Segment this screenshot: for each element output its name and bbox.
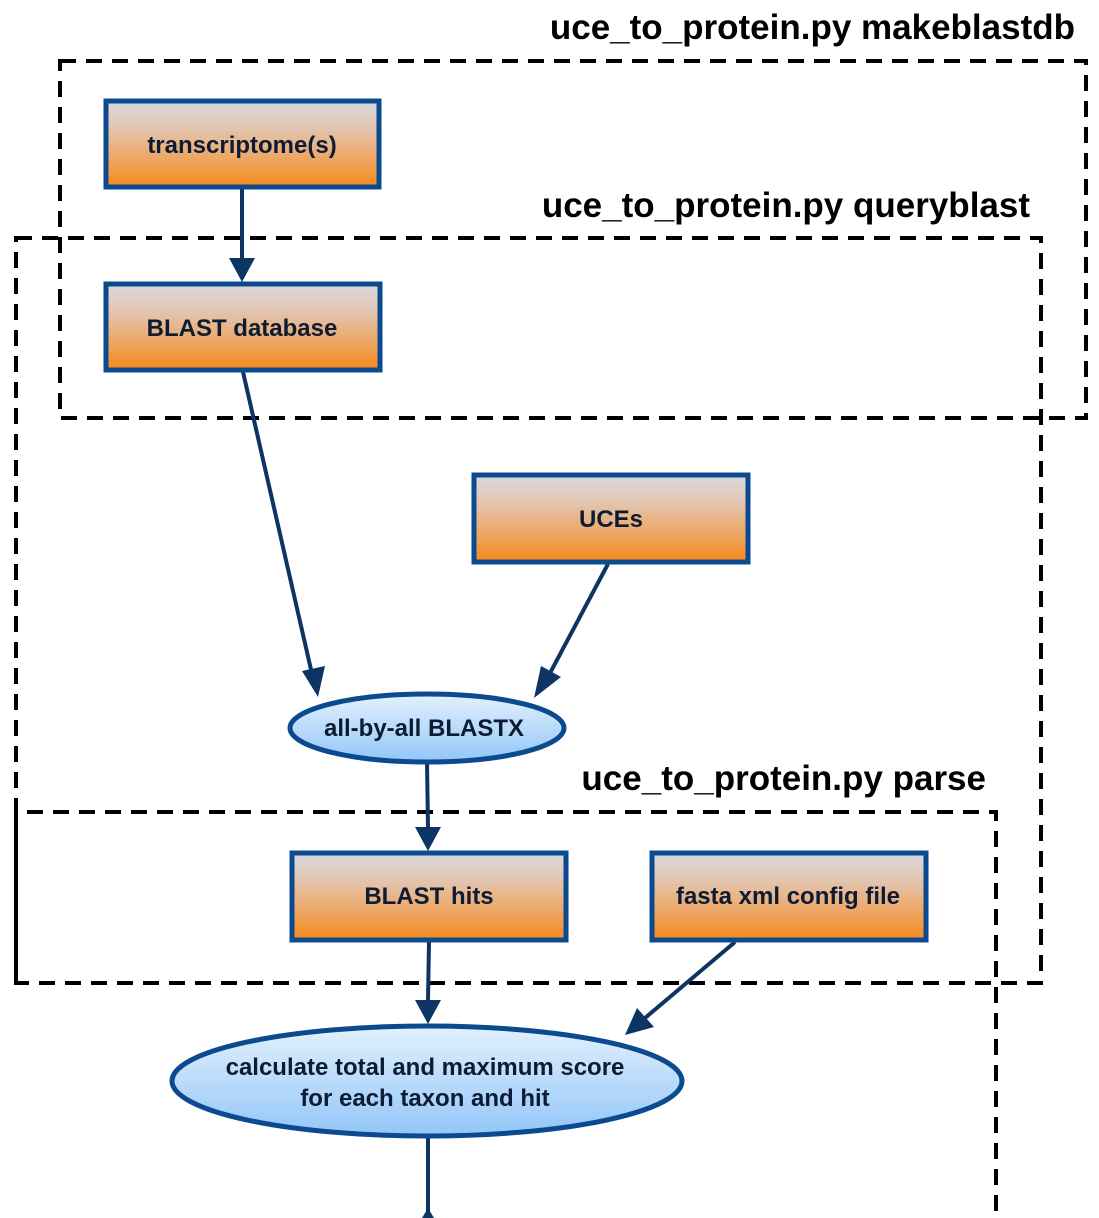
edge-blastx-to-hits — [415, 762, 441, 851]
group-label-parse: uce_to_protein.py parse — [581, 759, 986, 798]
edge-calculate-to-next — [422, 1138, 434, 1218]
group-box-makeblastdb — [58, 59, 1088, 420]
node-config-file-label: fasta xml config file — [676, 883, 900, 910]
node-calculate-label-line1: calculate total and maximum score — [226, 1054, 625, 1081]
edge-transcriptomes-to-database — [229, 189, 255, 282]
node-uces: UCEs — [471, 472, 751, 565]
node-blast-hits: BLAST hits — [289, 850, 569, 943]
node-uces-label: UCEs — [579, 506, 643, 533]
node-transcriptomes-label: transcriptome(s) — [147, 132, 336, 159]
group-box-parse — [14, 810, 998, 1218]
node-blast-hits-label: BLAST hits — [364, 883, 493, 910]
node-blast-database: BLAST database — [103, 281, 383, 373]
edge-database-to-blastx — [241, 371, 325, 697]
node-blastx-label: all-by-all BLASTX — [324, 715, 524, 742]
edge-config-to-calculate — [625, 940, 737, 1035]
edge-hits-to-calculate — [415, 941, 441, 1024]
node-calculate: calculate total and maximum score for ea… — [169, 1023, 685, 1139]
edge-uces-to-blastx — [534, 563, 610, 698]
node-transcriptomes: transcriptome(s) — [103, 98, 382, 190]
node-calculate-label-line2: for each taxon and hit — [300, 1085, 549, 1112]
node-blast-database-label: BLAST database — [147, 315, 338, 342]
group-label-makeblastdb: uce_to_protein.py makeblastdb — [550, 8, 1075, 47]
group-label-queryblast: uce_to_protein.py queryblast — [542, 186, 1031, 225]
node-config-file: fasta xml config file — [649, 850, 929, 943]
node-blastx: all-by-all BLASTX — [287, 691, 567, 765]
